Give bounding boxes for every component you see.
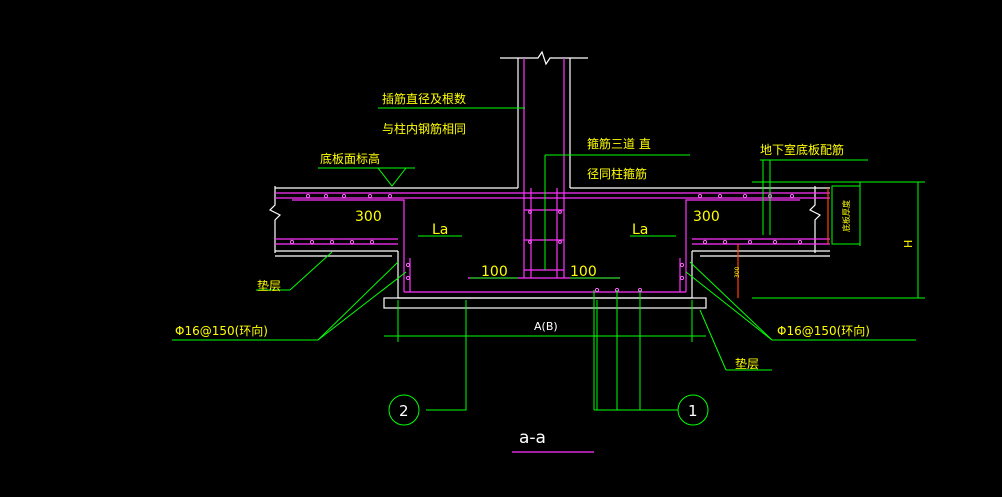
rebar-lines xyxy=(275,58,830,453)
concrete-outline xyxy=(268,50,830,309)
label-small-dim: 300 xyxy=(734,266,741,278)
grid-bubble-2 xyxy=(388,394,420,426)
leader-lines xyxy=(172,107,925,411)
label-width-ab: A(B) xyxy=(534,320,558,333)
grid-label-1: 1 xyxy=(688,402,698,420)
label-stirrup: 箍筋三道 直 xyxy=(587,136,651,151)
label-cushion-right: 垫层 xyxy=(735,356,759,371)
label-la-right: La xyxy=(632,222,648,238)
section-title: a-a xyxy=(519,428,546,448)
label-300-left: 300 xyxy=(355,209,382,225)
label-slab-top-elev: 底板面标高 xyxy=(320,151,380,166)
label-la-left: La xyxy=(432,222,448,238)
label-stirrup-line2: 径同柱箍筋 xyxy=(587,166,647,181)
grid-bubble-1 xyxy=(677,394,709,426)
label-100-right: 100 xyxy=(570,264,597,280)
label-h: H xyxy=(902,240,915,248)
label-300-right: 300 xyxy=(693,209,720,225)
label-insert-bar-line2: 与柱内钢筋相同 xyxy=(382,121,466,136)
label-insert-bar: 插筋直径及根数 xyxy=(382,91,466,106)
label-slab-thickness: 底板厚度 xyxy=(841,200,851,232)
label-100-left: 100 xyxy=(481,264,508,280)
label-ring-bar-left: Φ16@150(环向) xyxy=(175,323,268,338)
dimension-lines xyxy=(737,188,829,298)
label-basement-slab-rebar: 地下室底板配筋 xyxy=(760,142,844,157)
grid-label-2: 2 xyxy=(399,402,409,420)
label-cushion-left: 垫层 xyxy=(257,278,281,293)
label-ring-bar-right: Φ16@150(环向) xyxy=(777,323,870,338)
